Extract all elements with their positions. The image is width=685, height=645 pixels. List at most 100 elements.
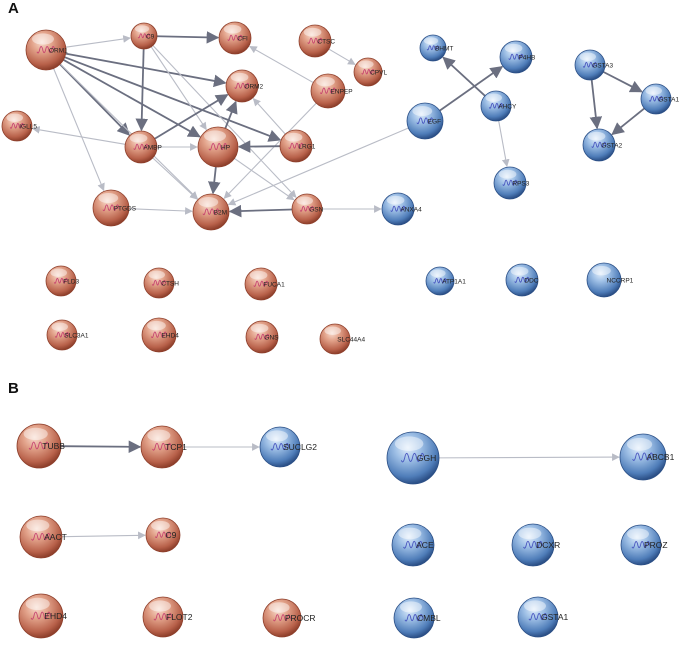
panel-a-node-cfi[interactable]: CFI [218,21,252,55]
panel-a-node-enpep[interactable]: ENPEP [310,73,353,109]
node-sphere [586,262,622,298]
panel-b-node-cmbl[interactable]: CMBL [393,597,441,639]
protein-structure-icon [28,441,50,450]
node-label: GSTA3 [592,62,613,69]
node-label: HP [221,144,230,151]
panel-a-node-bhmt[interactable]: BHMT [419,34,453,62]
panel-b-node-suclg2[interactable]: SUCLG2 [259,426,317,468]
node-label: GSTA2 [601,142,622,149]
protein-structure-icon [404,614,424,622]
panel-a-node-gsn[interactable]: GSN [291,193,324,225]
node-sphere [319,323,351,355]
panel-b-node-gsta1[interactable]: GSTA1 [517,596,569,638]
panel-b-edge-tubb-to-tcp1 [60,440,142,454]
panel-a-node-anxa4[interactable]: ANXA4 [381,192,422,226]
panel-a-node-ctsh[interactable]: CTSH [143,267,179,299]
panel-b-node-ehd4[interactable]: EHD4 [18,593,67,639]
node-label: ORM2 [244,83,263,90]
panel-a-node-ahcy[interactable]: AHCY [480,90,517,122]
panel-a-edge-ambp-to-orm2 [154,94,229,140]
node-highlight [6,113,23,122]
panel-a-node-slc3a1[interactable]: SLC3A1 [46,319,89,351]
node-highlight [579,52,596,61]
node-label: ORM1 [49,47,68,54]
node-highlight [284,132,303,142]
panel-b-edge-ggh-to-abcb1 [438,453,620,461]
node-highlight [149,600,171,612]
protein-structure-icon [631,541,651,549]
node-highlight [430,269,446,278]
panel-b-node-tubb[interactable]: TUBB [16,423,65,469]
protein-structure-icon [254,333,270,340]
panel-a-node-igll5[interactable]: IGLL5 [1,110,37,142]
panel-a-node-ddc[interactable]: DDC [505,263,539,297]
panel-a-node-ctsc[interactable]: CTSC [298,24,335,58]
panel-a-node-b2m[interactable]: B2M [192,193,230,231]
panel-a-node-ehd4[interactable]: EHD4 [141,317,179,353]
panel-a-node-hp[interactable]: HP [197,126,239,168]
node-label: C9 [146,33,155,40]
protein-structure-icon [9,122,25,129]
panel-b-node-flot2[interactable]: FLOT2 [142,596,193,638]
panel-b-edge-aact-to-c9 [61,531,146,540]
protein-structure-icon [273,614,291,622]
panel-a-node-slc44a4[interactable]: SLC44A4 [319,323,365,355]
node-highlight [412,106,433,117]
node-highlight [147,429,171,442]
panel-a-node-p4hb[interactable]: P4HB [499,40,535,74]
panel-b-node-procr[interactable]: PROCR [262,598,316,638]
node-label: DCXR [536,540,560,550]
panel-a-node-gsta1[interactable]: GSTA1 [640,83,679,115]
protein-structure-icon [253,280,269,287]
node-highlight [129,133,148,143]
node-label: CTSH [161,280,179,287]
node-highlight [316,76,335,87]
panel-b-node-aact[interactable]: AACT [19,515,67,559]
panel-a-node-flot3[interactable]: FLD3 [45,265,80,297]
panel-a-node-orm2[interactable]: ORM2 [225,69,264,103]
node-highlight [50,268,67,277]
protein-structure-icon [150,331,168,338]
node-sphere [16,423,62,469]
panel-a-node-cpvl[interactable]: CPVL [353,57,387,87]
panel-b-node-proz[interactable]: PROZ [620,524,668,566]
node-highlight [151,520,170,531]
panel-a-node-gsta3[interactable]: GSTA3 [574,49,613,81]
panel-a-edge-hp-to-b2m [207,166,221,195]
panel-a-node-orm1[interactable]: ORM1 [25,29,68,71]
panel-a-edge-ambp-to-igll5 [32,126,126,145]
panel-b-node-dcxr[interactable]: DCXR [511,523,560,567]
panel-a-node-ptgds[interactable]: PTGDS [92,189,137,227]
panel-a-node-gns[interactable]: GNS [245,320,279,354]
node-highlight [510,266,529,276]
panel-b-node-c9[interactable]: C9 [145,517,181,553]
panel-b-node-tcp1[interactable]: TCP1 [140,425,187,469]
panel-a-node-fuca1[interactable]: FUCA1 [244,267,285,301]
panel-a-node-rps3[interactable]: RPS3 [493,166,530,200]
panel-b-node-ace[interactable]: ACE [391,523,435,567]
panel-letter-a: A [8,0,19,17]
node-label: EGF [428,118,441,125]
panel-a-node-atp1a1[interactable]: ATP1A1 [425,266,466,296]
panel-b-node-ggh[interactable]: GGH [386,431,440,485]
panel-a-edge-ctsc-to-cpvl [328,48,356,65]
protein-structure-icon [53,277,69,284]
protein-structure-icon [54,331,70,338]
panel-a-node-egf[interactable]: EGF [406,102,444,140]
protein-structure-icon [31,532,51,541]
node-label: ACE [416,540,434,550]
node-highlight [627,528,649,540]
panel-a-node-ambp[interactable]: AMBP [124,130,162,164]
node-label: PROZ [644,540,668,550]
node-highlight [23,427,48,441]
node-label: SLC3A1 [64,332,89,339]
panel-a-edge-c9-to-gsn [152,45,297,198]
panel-a-edge-enpep-to-b2m [223,102,317,199]
panel-a-node-gsta2[interactable]: GSTA2 [582,128,623,162]
panel-b-node-abcb1[interactable]: ABCB1 [619,433,675,481]
node-label: AACT [44,532,67,542]
panel-a-node-lrg1[interactable]: LRG1 [279,129,316,163]
panel-a-node-nccrp1[interactable]: NCCRP1 [586,262,634,298]
node-highlight [148,270,165,279]
panel-a-node-c9[interactable]: C9 [130,22,158,50]
